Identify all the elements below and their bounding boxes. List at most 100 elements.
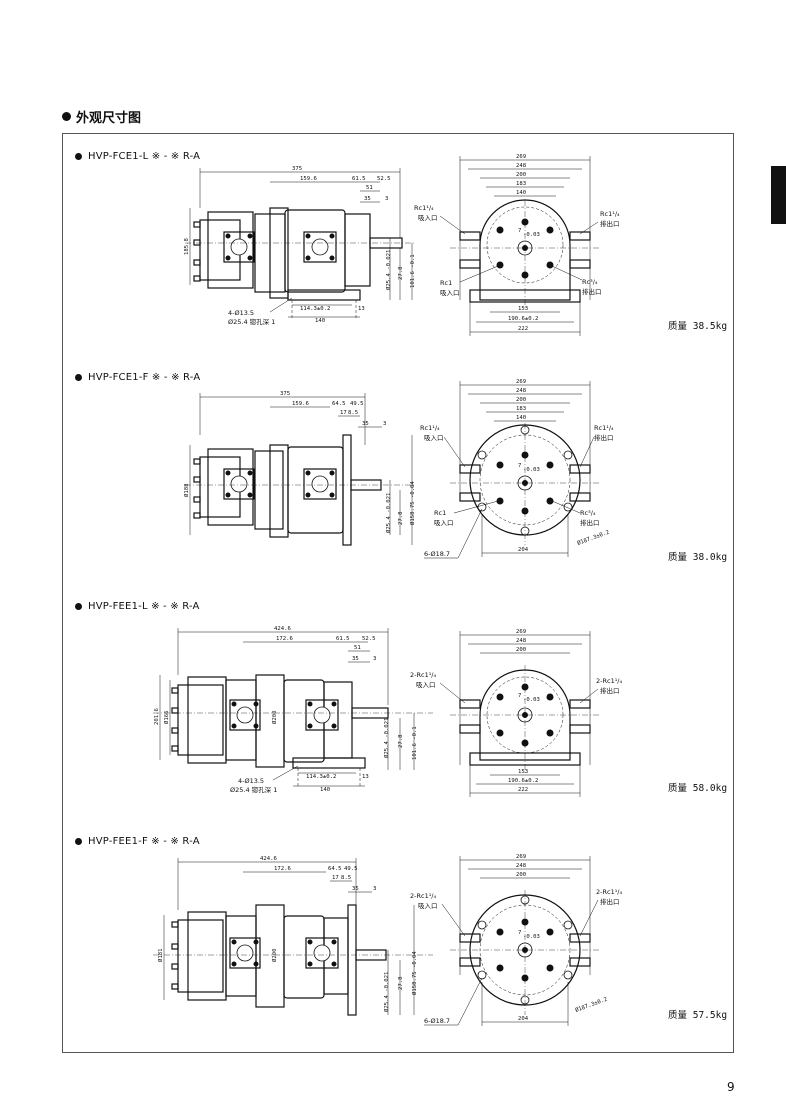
dim-width: 248 <box>516 863 527 869</box>
dim-length: 172.6 <box>274 866 291 872</box>
port-name: 吸入口 <box>418 902 438 910</box>
chapter-tab <box>771 166 786 224</box>
mass-label-2: 质量 38.0kg <box>668 552 728 563</box>
pcd-dim: Ø187.3±0.2 <box>574 996 608 1014</box>
port-name: 排出口 <box>600 219 620 228</box>
port-name: 排出口 <box>594 433 614 442</box>
dim-bottom: 190.6±0.2 <box>508 316 538 322</box>
dim-overall-length: 424.6 <box>260 856 277 862</box>
dim-length: 8.5 <box>341 875 351 881</box>
port-size: Rc³/₄ <box>582 278 598 286</box>
hole-note: 4-Ø13.5 <box>228 309 254 317</box>
dim-length: 17 <box>340 410 347 416</box>
port-size: Rc1¹/₄ <box>594 424 614 432</box>
dim-shaft: 101.6 -0.1 <box>410 254 416 288</box>
port-name: 吸入口 <box>424 434 444 442</box>
bullet-icon <box>75 374 82 381</box>
port-size: 2-Rc1¹/₄ <box>410 671 437 679</box>
model-name: HVP-FEE1-L ※ - ※ R-A <box>88 601 200 612</box>
model-name: HVP-FEE1-F ※ - ※ R-A <box>88 836 200 847</box>
hole-note: Ø25.4 锪孔深 1 <box>228 317 275 326</box>
pcd-dim: Ø187.3±0.2 <box>576 529 610 547</box>
model-title-1: HVP-FCE1-L ※ - ※ R-A <box>75 151 200 162</box>
holes-note: 6-Ø18.7 <box>424 550 450 558</box>
dim-length: 64.5 <box>328 866 341 872</box>
dim-length: 52.5 <box>377 176 390 182</box>
dim-length: 159.6 <box>292 401 309 407</box>
dim-width: 248 <box>516 638 527 644</box>
section-title-text: 外观尺寸图 <box>76 111 142 126</box>
port-size: Rc³/₄ <box>580 509 596 517</box>
dim-overall-length: 424.6 <box>274 626 291 632</box>
dim-width: 183 <box>516 406 526 412</box>
dim-pilot: Ø158.75 -0.04 <box>411 951 418 995</box>
dim-bottom: 190.6±0.2 <box>508 778 538 784</box>
model-title-3: HVP-FEE1-L ※ - ※ R-A <box>75 601 200 612</box>
bullet-icon <box>75 838 82 845</box>
dim-key-tol: -0.03 <box>523 232 540 238</box>
port-name: 吸入口 <box>416 681 436 689</box>
dim-diameter: Ø200 <box>271 711 278 724</box>
dim-key-tol: -0.03 <box>523 934 540 940</box>
dim-width: 269 <box>516 629 526 635</box>
dim-key-tol: -0.03 <box>523 697 540 703</box>
dim-shaft: 27.8 <box>398 976 404 990</box>
dim-length: 3 <box>373 656 376 662</box>
dim-height: 201.6 <box>154 708 160 725</box>
dim-length: 8.5 <box>348 410 358 416</box>
dim-length: 49.5 <box>344 866 357 872</box>
dim-length: 35 <box>352 656 359 662</box>
dim-diameter: Ø166 <box>163 711 170 724</box>
dim-length: 35 <box>362 421 369 427</box>
dim-bottom: 153 <box>518 769 528 775</box>
dim-width: 269 <box>516 854 526 860</box>
port-size: Rc1¹/₄ <box>600 210 620 218</box>
mass-label-4: 质量 57.5kg <box>668 1010 728 1021</box>
model-name: HVP-FCE1-F ※ - ※ R-A <box>88 372 201 383</box>
port-name: 排出口 <box>600 897 620 906</box>
dim-width: 200 <box>516 397 526 403</box>
dim-key: 7 <box>518 228 521 234</box>
drawing-frame <box>62 133 734 1053</box>
dim-shaft: Ø25.4 -0.021 <box>383 972 390 1012</box>
dim-length: 35 <box>352 886 359 892</box>
side-view-drawing-1: 375 159.6 61.5 52.5 51 35 3 185.8 114.3±… <box>184 166 416 326</box>
dim-bottom: 204 <box>518 1016 529 1022</box>
front-view-drawing-2: 269 248 200 183 140 7 -0.03 Rc1¹/₄ 吸入口 R… <box>420 379 614 559</box>
dim-shaft: Ø25.4 -0.021 <box>383 718 390 758</box>
dim-bottom: 153 <box>518 306 528 312</box>
dim-overall-length: 375 <box>280 391 290 397</box>
front-view-drawing-1: 269 248 200 183 140 7 -0.03 Rc1¹/₄ 吸入口 R… <box>414 154 620 336</box>
dim-length: 3 <box>373 886 376 892</box>
dim-width: 200 <box>516 172 526 178</box>
dim-overall-length: 375 <box>292 166 302 172</box>
dim-key-tol: -0.03 <box>523 467 540 473</box>
dim-shaft: 27.8 <box>398 266 404 280</box>
dim-key: 7 <box>518 693 521 699</box>
page-number: 9 <box>727 1080 735 1094</box>
hole-note: Ø25.4 锪孔深 1 <box>230 785 277 794</box>
port-name: 吸入口 <box>418 214 438 222</box>
port-size: 2-Rc1¹/₄ <box>596 888 623 896</box>
port-size: 2-Rc1¹/₄ <box>596 677 623 685</box>
bullet-icon <box>75 153 82 160</box>
dim-shaft: 101.6 -0.1 <box>412 726 418 760</box>
dim-diameter: Ø188 <box>183 483 190 497</box>
port-name: 吸入口 <box>440 289 460 297</box>
dim-length: 35 <box>364 196 371 202</box>
dim-length: 52.5 <box>362 636 375 642</box>
dim-length: 3 <box>383 421 386 427</box>
dim-foot: 140 <box>320 787 330 793</box>
bullet-icon <box>75 603 82 610</box>
port-size: 2-Rc1¹/₄ <box>410 892 437 900</box>
mass-label-1: 质量 38.5kg <box>668 321 728 332</box>
dim-length: 159.6 <box>300 176 317 182</box>
side-view-drawing-3: 424.6 172.6 61.5 52.5 51 35 3 201.6 Ø166… <box>153 626 433 794</box>
model-name: HVP-FCE1-L ※ - ※ R-A <box>88 151 201 162</box>
dim-length: 64.5 <box>332 401 345 407</box>
dim-foot: 13 <box>358 306 365 312</box>
dim-length: 17 <box>332 875 339 881</box>
dim-width: 183 <box>516 181 526 187</box>
dim-width: 248 <box>516 163 527 169</box>
dim-width: 200 <box>516 647 526 653</box>
